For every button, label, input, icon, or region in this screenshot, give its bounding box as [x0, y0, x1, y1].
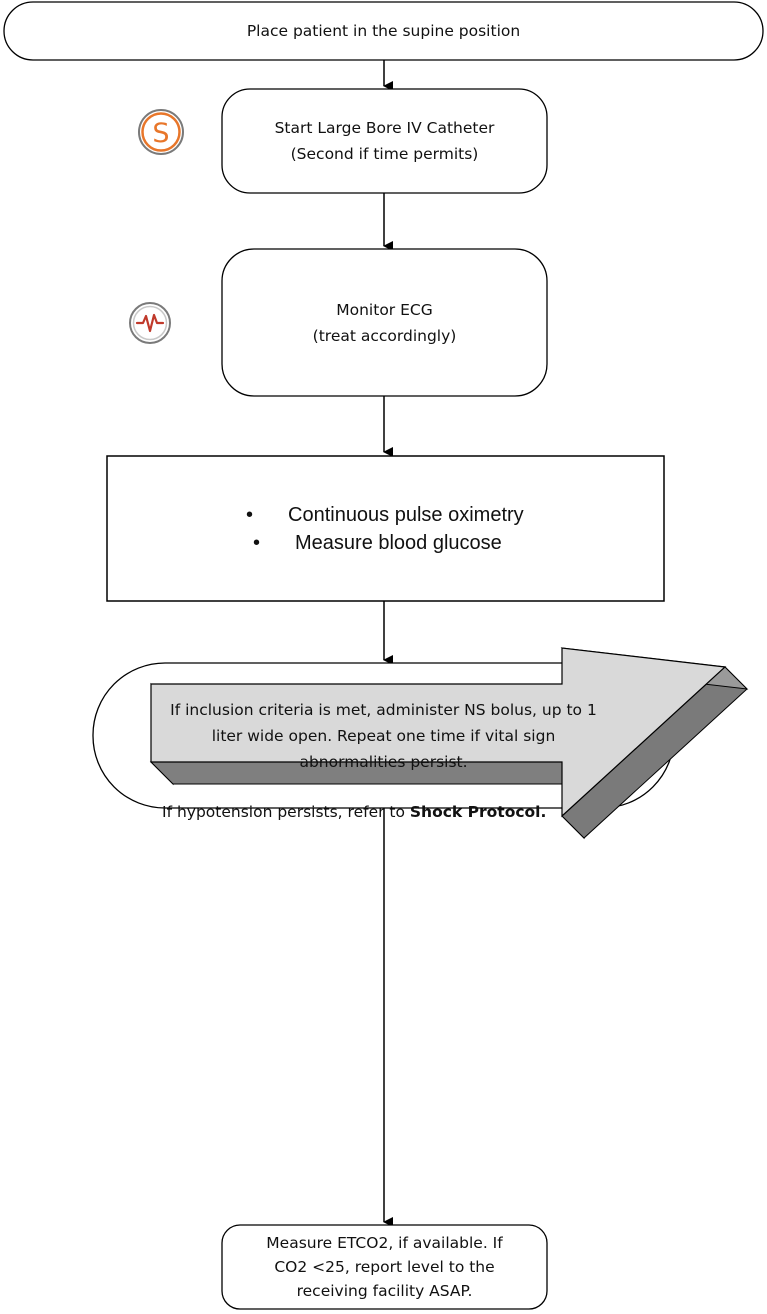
iv-catheter-line1: Start Large Bore IV Catheter — [274, 119, 495, 137]
ecg-monitor-line2: (treat accordingly) — [312, 326, 457, 345]
supine-step: Place patient in the supine position — [4, 2, 763, 60]
etco2-line2: CO2 <25, report level to the — [274, 1258, 495, 1276]
heartbeat-monitor-icon — [129, 302, 171, 344]
etco2-line3: receiving facility ASAP. — [296, 1282, 473, 1300]
bullet-pulse-oximetry: Continuous pulse oximetry — [246, 501, 524, 529]
etco2-line1: Measure ETCO2, if available. If — [266, 1234, 503, 1252]
iv-catheter-box — [221, 88, 548, 194]
fluids-line2: liter wide open. Repeat one time if vita… — [211, 726, 556, 745]
fluids-line3: abnormalities persist. — [299, 752, 468, 771]
shock-text-prefix: If hypotension persists, refer to — [162, 803, 410, 821]
ecg-monitor-line1: Monitor ECG — [336, 300, 433, 319]
fluids-step: If inclusion criteria is met, administer… — [93, 663, 674, 808]
shock-protocol-link[interactable]: Shock Protocol. — [409, 803, 547, 821]
supine-step-text: Place patient in the supine position — [246, 22, 521, 40]
iv-catheter-step: Start Large Bore IV Catheter (Second if … — [222, 89, 547, 193]
iv-catheter-line2: (Second if time permits) — [290, 145, 479, 163]
svg-text:S: S — [152, 118, 169, 149]
shock-protocol-text: If hypotension persists, refer to Shock … — [162, 798, 582, 826]
shock-protocol-arrow — [149, 647, 749, 840]
fluids-line1: If inclusion criteria is met, administer… — [170, 700, 597, 719]
ecg-monitor-step: Monitor ECG (treat accordingly) — [222, 249, 547, 396]
orange-s-icon: S — [138, 109, 184, 155]
ecg-monitor-box — [221, 248, 548, 397]
monitoring-bullets: Continuous pulse oximetry Measure blood … — [246, 501, 524, 557]
etco2-step: Measure ETCO2, if available. If CO2 <25,… — [222, 1225, 547, 1309]
bullet-blood-glucose: Measure blood glucose — [253, 529, 524, 557]
supine-terminator — [3, 1, 764, 61]
etco2-box — [221, 1224, 548, 1310]
